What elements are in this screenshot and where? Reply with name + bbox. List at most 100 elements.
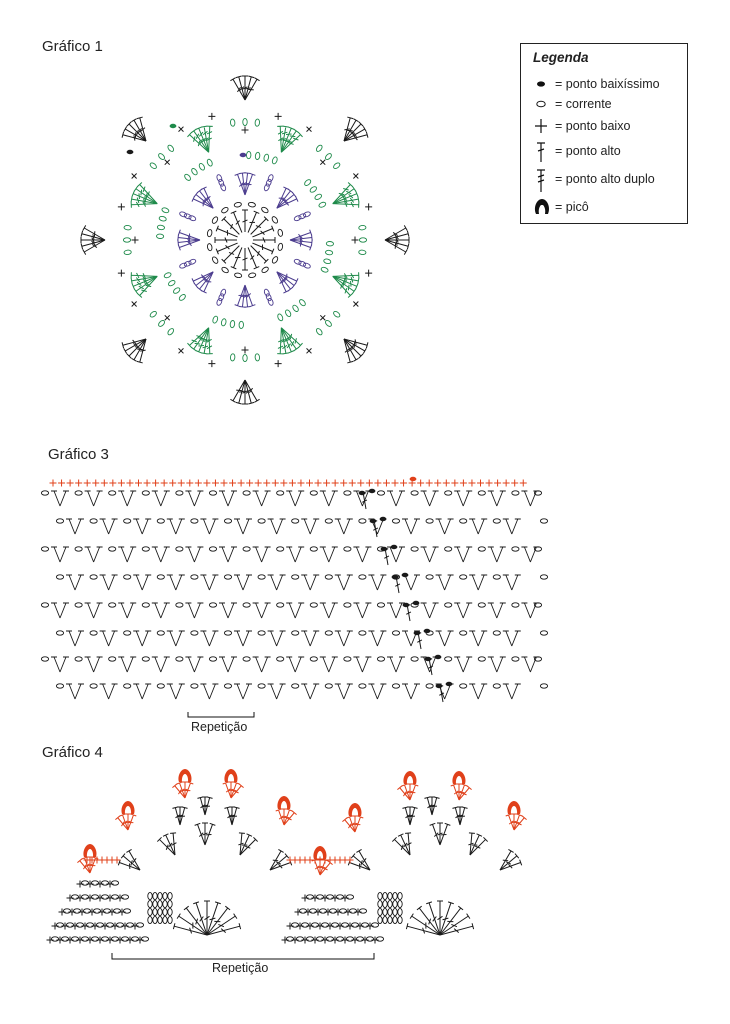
dc-mark	[439, 905, 464, 936]
dc-mark	[239, 172, 247, 196]
v-stitch-mark	[252, 490, 271, 507]
sc-mark	[425, 479, 433, 487]
chain-mark	[147, 915, 153, 925]
v-stitch-mark	[521, 546, 540, 563]
chain-mark	[257, 574, 266, 580]
sc-mark	[116, 894, 124, 902]
treble-mark	[332, 182, 353, 204]
chain-mark	[335, 894, 345, 900]
sc-mark	[83, 479, 91, 487]
chain-mark	[254, 151, 261, 160]
dc-mark	[289, 229, 313, 241]
legend-item-picot: = picô	[529, 197, 687, 217]
chain-mark	[377, 899, 383, 909]
v-stitch-mark	[267, 630, 286, 647]
chain-mark	[314, 193, 322, 200]
dc-mark	[276, 188, 294, 209]
sc-mark	[391, 479, 399, 487]
sc-mark	[348, 479, 356, 487]
sc-mark	[131, 301, 137, 307]
dc-mark	[204, 796, 213, 816]
chain-mark	[120, 894, 130, 900]
dc-mark	[276, 191, 297, 209]
chain-mark	[343, 546, 352, 552]
dc-mark	[119, 813, 129, 831]
dc-mark	[242, 248, 248, 271]
chain-mark	[477, 602, 486, 608]
dc-mark	[409, 913, 441, 936]
slip-mark	[390, 544, 398, 550]
sc-mark	[281, 936, 289, 944]
slip-mark	[434, 654, 442, 660]
v-stitch-mark	[133, 518, 152, 535]
dc-mark	[439, 822, 451, 846]
chain-mark	[410, 546, 419, 552]
dc-mark	[513, 813, 523, 831]
chain-mark	[376, 490, 386, 496]
sc-mark	[400, 479, 408, 487]
treble-mark	[195, 327, 210, 354]
sc-mark	[76, 936, 84, 944]
sc-mark	[274, 360, 282, 368]
v-stitch-mark	[487, 490, 506, 507]
dc-mark	[170, 832, 177, 856]
treble-mark	[332, 201, 360, 208]
dc-mark	[276, 186, 290, 209]
sc-mark	[136, 936, 144, 944]
chain-mark	[370, 922, 380, 928]
dc-mark	[319, 860, 333, 876]
slip-mark	[368, 488, 376, 494]
chain-mark	[242, 117, 248, 127]
chain-mark	[377, 891, 383, 901]
dc-mark	[77, 858, 91, 874]
treble-mark	[133, 185, 158, 205]
chain-mark	[254, 118, 261, 127]
chain-mark	[338, 908, 348, 914]
dc-mark	[276, 271, 297, 289]
chain-mark	[156, 683, 165, 689]
dc-mark	[126, 849, 141, 871]
sc-mark	[336, 922, 344, 930]
sc-mark	[194, 479, 202, 487]
chain-mark	[190, 630, 199, 636]
chain-mark	[40, 602, 50, 608]
v-stitch-mark	[66, 518, 84, 535]
chain-mark	[105, 922, 115, 928]
v-stitch-mark	[267, 518, 286, 535]
sc-mark	[344, 908, 352, 916]
sc-mark	[263, 479, 271, 487]
sc-mark	[321, 894, 329, 902]
chain-mark	[277, 228, 283, 237]
sc-mark	[113, 856, 121, 864]
sc-mark	[220, 479, 228, 487]
v-stitch-mark	[51, 656, 69, 673]
dc-mark	[215, 242, 238, 255]
v-stitch-mark	[387, 490, 405, 507]
sc-mark	[365, 203, 373, 211]
picot-icon	[534, 199, 550, 214]
v-stitch-mark	[502, 518, 521, 535]
sc-mark	[86, 880, 94, 888]
chain-mark	[208, 602, 218, 608]
v-stitch-mark	[435, 630, 454, 647]
v-stitch-mark	[166, 574, 185, 591]
chain-mark	[291, 574, 300, 580]
v-stitch-mark	[454, 602, 473, 619]
sc-mark	[203, 479, 211, 487]
chart-3-title: Gráfico 3	[48, 446, 109, 463]
v-stitch-mark	[166, 683, 185, 700]
dc-mark	[184, 781, 194, 799]
chain-mark	[382, 891, 388, 901]
chain-mark	[257, 518, 266, 524]
chain-mark	[299, 299, 306, 307]
chain-mark	[89, 683, 98, 689]
v-stitch-mark	[353, 490, 372, 507]
chain-mark	[216, 298, 223, 306]
picot-mark	[121, 801, 135, 814]
chain-mark	[152, 915, 158, 925]
dc-mark	[426, 658, 434, 676]
sc-mark	[280, 479, 288, 487]
chain-mark	[309, 490, 318, 496]
v-stitch-mark	[118, 546, 137, 563]
dc-mark	[242, 380, 248, 405]
